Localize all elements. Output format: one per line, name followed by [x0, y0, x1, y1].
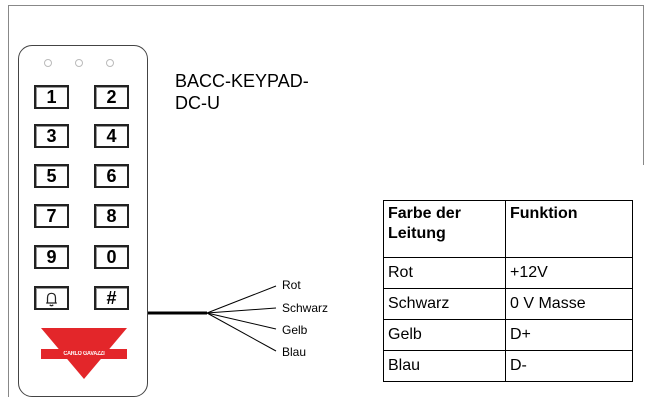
header-function: Funktion	[505, 200, 633, 258]
table-row: Blau D-	[383, 350, 633, 382]
key-8: 8	[94, 204, 129, 228]
key-6: 6	[94, 164, 129, 188]
key-2: 2	[94, 85, 129, 109]
led-indicator	[44, 59, 52, 67]
key-0: 0	[94, 245, 129, 269]
key-3: 3	[34, 124, 69, 148]
frame-top-border	[8, 5, 644, 6]
model-line-1: BACC-KEYPAD-	[175, 71, 309, 91]
cell-color: Schwarz	[383, 288, 506, 320]
cell-color: Rot	[383, 257, 506, 289]
cell-color: Blau	[383, 350, 506, 382]
key-4: 4	[94, 124, 129, 148]
key-1: 1	[34, 85, 69, 109]
table-header-row: Farbe der Leitung Funktion	[383, 200, 633, 258]
carlo-gavazzi-logo	[41, 328, 127, 379]
wire-color-table: Farbe der Leitung Funktion Rot +12V Schw…	[383, 200, 633, 382]
model-label: BACC-KEYPAD- DC-U	[175, 70, 309, 114]
key-7: 7	[34, 204, 69, 228]
logo-text: CARLO GAVAZZI	[63, 351, 105, 357]
led-indicator	[75, 59, 83, 67]
wire-label-gelb: Gelb	[282, 323, 308, 337]
cell-function: 0 V Masse	[505, 288, 633, 320]
key-5: 5	[34, 164, 69, 188]
wire-rot	[206, 285, 277, 314]
model-line-2: DC-U	[175, 93, 220, 113]
wire-blau	[206, 312, 277, 352]
led-indicator	[106, 59, 114, 67]
cell-function: D+	[505, 319, 633, 351]
cell-function: D-	[505, 350, 633, 382]
cell-color: Gelb	[383, 319, 506, 351]
wire-label-blau: Blau	[282, 345, 307, 359]
bell-icon	[46, 292, 57, 307]
wire-label-rot: Rot	[282, 278, 301, 292]
table-row: Gelb D+	[383, 319, 633, 351]
wire-schwarz	[206, 307, 277, 314]
keypad-device: 1 2 3 4 5 6 7 8 9 0 # CARLO GAVAZZI	[18, 45, 148, 397]
key-hash: #	[94, 286, 129, 310]
cell-function: +12V	[505, 257, 633, 289]
frame-left-border	[8, 5, 9, 397]
wire-gelb	[206, 312, 277, 330]
table-row: Schwarz 0 V Masse	[383, 288, 633, 320]
frame-right-border	[643, 5, 644, 165]
table-row: Rot +12V	[383, 257, 633, 289]
wire-label-schwarz: Schwarz	[282, 301, 329, 315]
key-9: 9	[34, 245, 69, 269]
key-bell	[34, 286, 69, 310]
header-wire-color: Farbe der Leitung	[383, 200, 506, 258]
